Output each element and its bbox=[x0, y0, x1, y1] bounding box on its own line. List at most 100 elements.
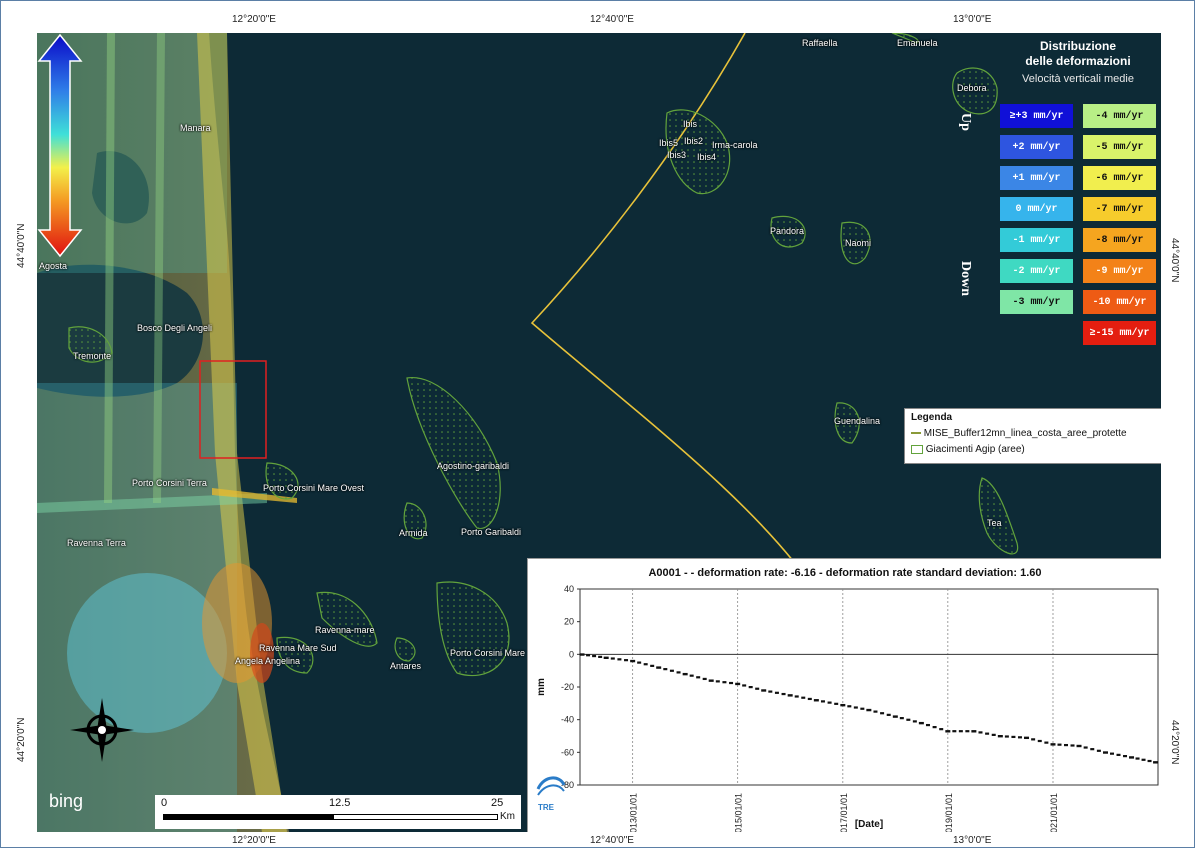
y-tick-label: -60 bbox=[561, 747, 574, 757]
data-point bbox=[840, 703, 846, 707]
map-canvas[interactable]: Raffaella Emanuela Debora Manara Agosta … bbox=[37, 33, 1161, 832]
legenda-area-item: Giacimenti Agip (aree) bbox=[911, 444, 1025, 455]
legend-swatch: -5 mm/yr bbox=[1083, 135, 1156, 159]
data-point bbox=[689, 674, 694, 677]
data-point bbox=[939, 728, 944, 731]
y-tick-label: -20 bbox=[561, 682, 574, 692]
data-point bbox=[682, 672, 688, 676]
data-point bbox=[1037, 739, 1042, 743]
data-point bbox=[742, 684, 747, 687]
data-point bbox=[1096, 749, 1101, 752]
graticule-top-3: 13°0'0"E bbox=[953, 14, 992, 25]
land-area bbox=[37, 33, 289, 832]
data-point bbox=[702, 677, 707, 681]
y-tick-label: -40 bbox=[561, 715, 574, 725]
data-point bbox=[873, 710, 878, 713]
place-label: Ibis bbox=[683, 119, 698, 129]
place-label: Emanuela bbox=[897, 38, 938, 48]
scale-unit: Km bbox=[500, 811, 515, 822]
data-point bbox=[1004, 735, 1009, 738]
y-tick-label: 0 bbox=[569, 649, 574, 659]
data-point bbox=[761, 689, 767, 692]
data-point bbox=[997, 735, 1003, 738]
place-label: Ibis4 bbox=[697, 152, 717, 162]
scale-label-mid: 12.5 bbox=[329, 797, 351, 809]
legend-swatch: -3 mm/yr bbox=[1000, 290, 1073, 314]
data-point bbox=[650, 664, 655, 667]
place-label: Armida bbox=[399, 528, 428, 538]
data-point bbox=[1011, 735, 1016, 739]
data-point bbox=[1076, 744, 1082, 748]
data-point bbox=[1141, 758, 1146, 761]
chart-title: A0001 - - deformation rate: -6.16 - defo… bbox=[648, 567, 1042, 579]
legend-title-line1: Distribuzione bbox=[1039, 39, 1116, 53]
data-point bbox=[656, 666, 662, 669]
data-point bbox=[1147, 759, 1152, 763]
legend-swatch: -2 mm/yr bbox=[1000, 259, 1073, 283]
data-point bbox=[985, 732, 990, 735]
data-point bbox=[774, 691, 779, 694]
data-point bbox=[1044, 741, 1049, 744]
place-label: Tea bbox=[987, 518, 1002, 528]
x-tick-label: 2019/01/01 bbox=[944, 793, 954, 832]
data-point bbox=[978, 731, 983, 734]
place-label: Raffaella bbox=[802, 38, 838, 48]
data-point bbox=[787, 694, 793, 697]
place-label: Ravenna Mare Sud bbox=[259, 643, 337, 653]
graticule-bottom-1: 12°20'0"E bbox=[232, 835, 276, 846]
data-point bbox=[813, 699, 819, 702]
y-tick-label: -80 bbox=[561, 780, 574, 790]
legend-swatch: -8 mm/yr bbox=[1083, 228, 1156, 252]
area-swatch-icon bbox=[911, 444, 923, 454]
data-point bbox=[592, 654, 597, 658]
data-point bbox=[586, 654, 591, 657]
data-point bbox=[794, 695, 799, 698]
data-point bbox=[958, 730, 963, 733]
data-point bbox=[624, 659, 629, 662]
map-basemap bbox=[37, 33, 1019, 832]
legend-swatch: -4 mm/yr bbox=[1083, 104, 1156, 128]
data-point bbox=[892, 715, 898, 718]
place-label: Manara bbox=[180, 123, 211, 133]
data-point bbox=[610, 657, 615, 660]
scale-bar: 0 12.5 25 Km bbox=[155, 795, 521, 829]
place-label: Ibis2 bbox=[684, 136, 704, 146]
north-arrow-icon bbox=[70, 698, 134, 762]
data-point bbox=[729, 681, 734, 685]
data-point bbox=[1110, 752, 1115, 755]
legend-swatch: -9 mm/yr bbox=[1083, 259, 1156, 283]
place-label: Ibis5 bbox=[659, 138, 679, 148]
graticule-right-1: 44°40'0"N bbox=[1169, 238, 1180, 283]
data-point bbox=[630, 659, 636, 663]
legenda-box: Legenda MISE_Buffer12mn_linea_costa_aree… bbox=[904, 408, 1161, 464]
data-point bbox=[637, 661, 642, 664]
scale-label-0: 0 bbox=[161, 797, 168, 809]
data-point bbox=[827, 701, 832, 704]
data-point bbox=[1129, 756, 1135, 759]
data-point bbox=[617, 658, 622, 661]
place-label: Porto Corsini Mare Ovest bbox=[263, 483, 365, 493]
data-point bbox=[676, 671, 681, 674]
data-point bbox=[834, 702, 839, 705]
legend-swatch: ≥-15 mm/yr bbox=[1083, 321, 1156, 345]
data-point bbox=[1050, 743, 1056, 746]
data-point bbox=[847, 705, 852, 708]
data-point bbox=[807, 697, 812, 701]
place-label: Ibis3 bbox=[667, 150, 687, 160]
data-point bbox=[853, 706, 858, 709]
data-point bbox=[971, 730, 977, 733]
tre-logo-icon bbox=[536, 776, 566, 796]
data-point bbox=[722, 681, 727, 684]
data-point bbox=[1031, 738, 1036, 741]
place-label: Porto Garibaldi bbox=[461, 527, 522, 537]
x-axis-label: [Date] bbox=[855, 819, 883, 830]
data-point bbox=[899, 717, 904, 720]
place-label: Agosta bbox=[39, 261, 68, 271]
data-point bbox=[708, 679, 714, 682]
data-point bbox=[1116, 753, 1121, 756]
place-label: Porto Corsini Mare bbox=[450, 648, 526, 658]
data-point bbox=[912, 720, 917, 723]
data-point bbox=[755, 687, 760, 690]
x-tick-label: 2015/01/01 bbox=[734, 793, 744, 832]
data-point bbox=[906, 718, 911, 721]
